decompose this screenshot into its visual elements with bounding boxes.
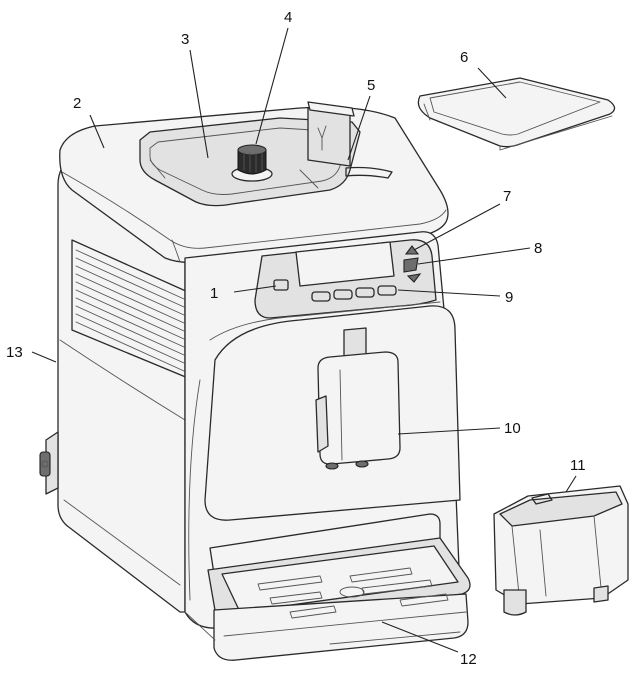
side-connector: [39, 431, 59, 495]
hopper-lid: [417, 77, 616, 151]
display-screen: [295, 241, 395, 287]
power-button: [273, 279, 289, 291]
coffee-spout: [315, 327, 401, 470]
callout-5: 5: [367, 77, 375, 94]
grind-knob: [231, 144, 273, 182]
callout-3: 3: [181, 31, 189, 48]
powder-chute-flap: [307, 101, 393, 179]
callout-10: 10: [504, 420, 521, 437]
callout-4: 4: [284, 9, 292, 26]
callout-7: 7: [503, 188, 511, 205]
callout-9: 9: [505, 289, 513, 306]
callout-labels: 1 2 3 4 5 6 7 8 9 10 11 12 13: [6, 9, 586, 668]
callout-11: 11: [570, 457, 586, 474]
callout-1: 1: [210, 285, 218, 302]
function-buttons: [311, 285, 397, 302]
base-edge: [184, 611, 216, 641]
callout-8: 8: [534, 240, 542, 257]
callout-13: 13: [6, 344, 23, 361]
drip-tray: [207, 513, 471, 661]
callout-6: 6: [460, 49, 468, 66]
callout-12: 12: [460, 651, 477, 668]
callout-lines: [31, 27, 577, 653]
callout-2: 2: [73, 95, 81, 112]
water-tank: [493, 485, 629, 616]
bean-hopper: [139, 117, 361, 207]
